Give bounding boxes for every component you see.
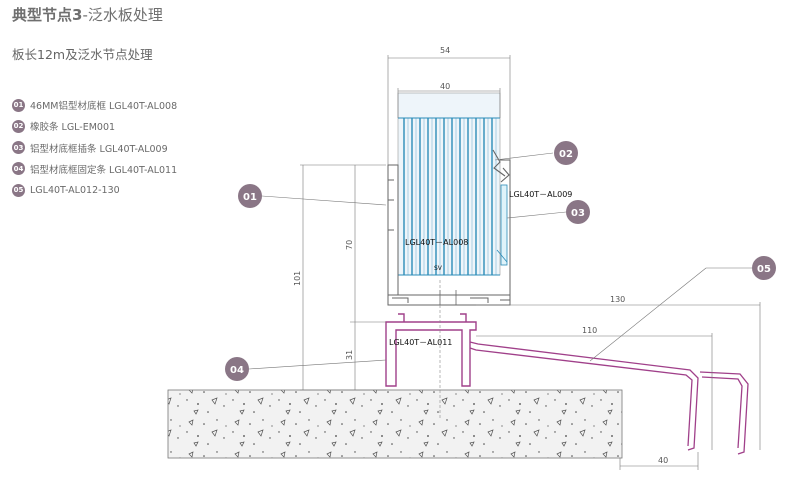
callout-02: 02 <box>554 141 578 165</box>
legend-text: 铝型材底框插条 LGL40T-AL009 <box>30 143 168 155</box>
callout-01: 01 <box>238 184 262 208</box>
polycarbonate-panel <box>397 92 501 276</box>
dim-40-bottom: 40 <box>658 456 668 465</box>
dim-40-top: 40 <box>440 82 450 91</box>
page-subtitle: 板长12m及泛水节点处理 <box>12 47 153 62</box>
dim-101: 101 <box>293 271 302 286</box>
legend-text: LGL40T-AL012-130 <box>30 184 120 196</box>
svg-text:01: 01 <box>243 192 257 203</box>
callout-05: 05 <box>752 256 776 280</box>
legend-text: 46MM铝型材底框 LGL40T-AL008 <box>30 101 178 112</box>
callout-04: 04 <box>225 357 249 381</box>
title-bold: 典型节点3 <box>12 6 83 24</box>
parts-legend: 01 46MM铝型材底框 LGL40T-AL008 02 橡胶条 LGL-EM0… <box>12 98 177 204</box>
dim-70: 70 <box>345 240 354 250</box>
svg-text:02: 02 <box>559 149 573 160</box>
label-al008: LGL40T－AL008 <box>405 238 468 247</box>
title-rest: -泛水板处理 <box>82 6 163 24</box>
leader-lines <box>248 152 752 370</box>
legend-text: 铝型材底框固定条 LGL40T-AL011 <box>30 164 178 176</box>
legend-badge: 02 <box>12 119 25 133</box>
dim-110: 110 <box>582 326 597 335</box>
legend-badge: 05 <box>12 183 25 197</box>
flashing-al012 <box>469 341 749 455</box>
label-sv: SV <box>434 265 443 272</box>
legend-badge: 04 <box>12 162 25 176</box>
label-al009: LGL40T－AL009 <box>509 190 572 199</box>
legend-item: 04 铝型材底框固定条 LGL40T-AL011 <box>12 162 177 176</box>
svg-text:05: 05 <box>757 264 771 275</box>
dim-31: 31 <box>345 350 354 360</box>
page-title: 典型节点3-泛水板处理 <box>12 4 163 25</box>
dim-54: 54 <box>440 46 450 55</box>
concrete-slab <box>167 389 623 459</box>
dim-130: 130 <box>610 295 625 304</box>
legend-item: 03 铝型材底框插条 LGL40T-AL009 <box>12 141 177 155</box>
legend-badge: 01 <box>12 98 25 112</box>
svg-text:04: 04 <box>230 365 244 376</box>
legend-item: 02 橡胶条 LGL-EM001 <box>12 119 177 133</box>
legend-item: 05 LGL40T-AL012-130 <box>12 183 177 197</box>
insert-strip-al009 <box>496 184 508 266</box>
fixing-strip-al011 <box>385 313 477 387</box>
legend-badge: 03 <box>12 141 25 155</box>
svg-text:03: 03 <box>571 208 585 219</box>
label-al011: LGL40T－AL011 <box>389 338 452 347</box>
rubber-strip <box>492 149 510 183</box>
legend-item: 01 46MM铝型材底框 LGL40T-AL008 <box>12 98 177 112</box>
callout-03: 03 <box>566 200 590 224</box>
legend-text: 橡胶条 LGL-EM001 <box>30 122 116 134</box>
